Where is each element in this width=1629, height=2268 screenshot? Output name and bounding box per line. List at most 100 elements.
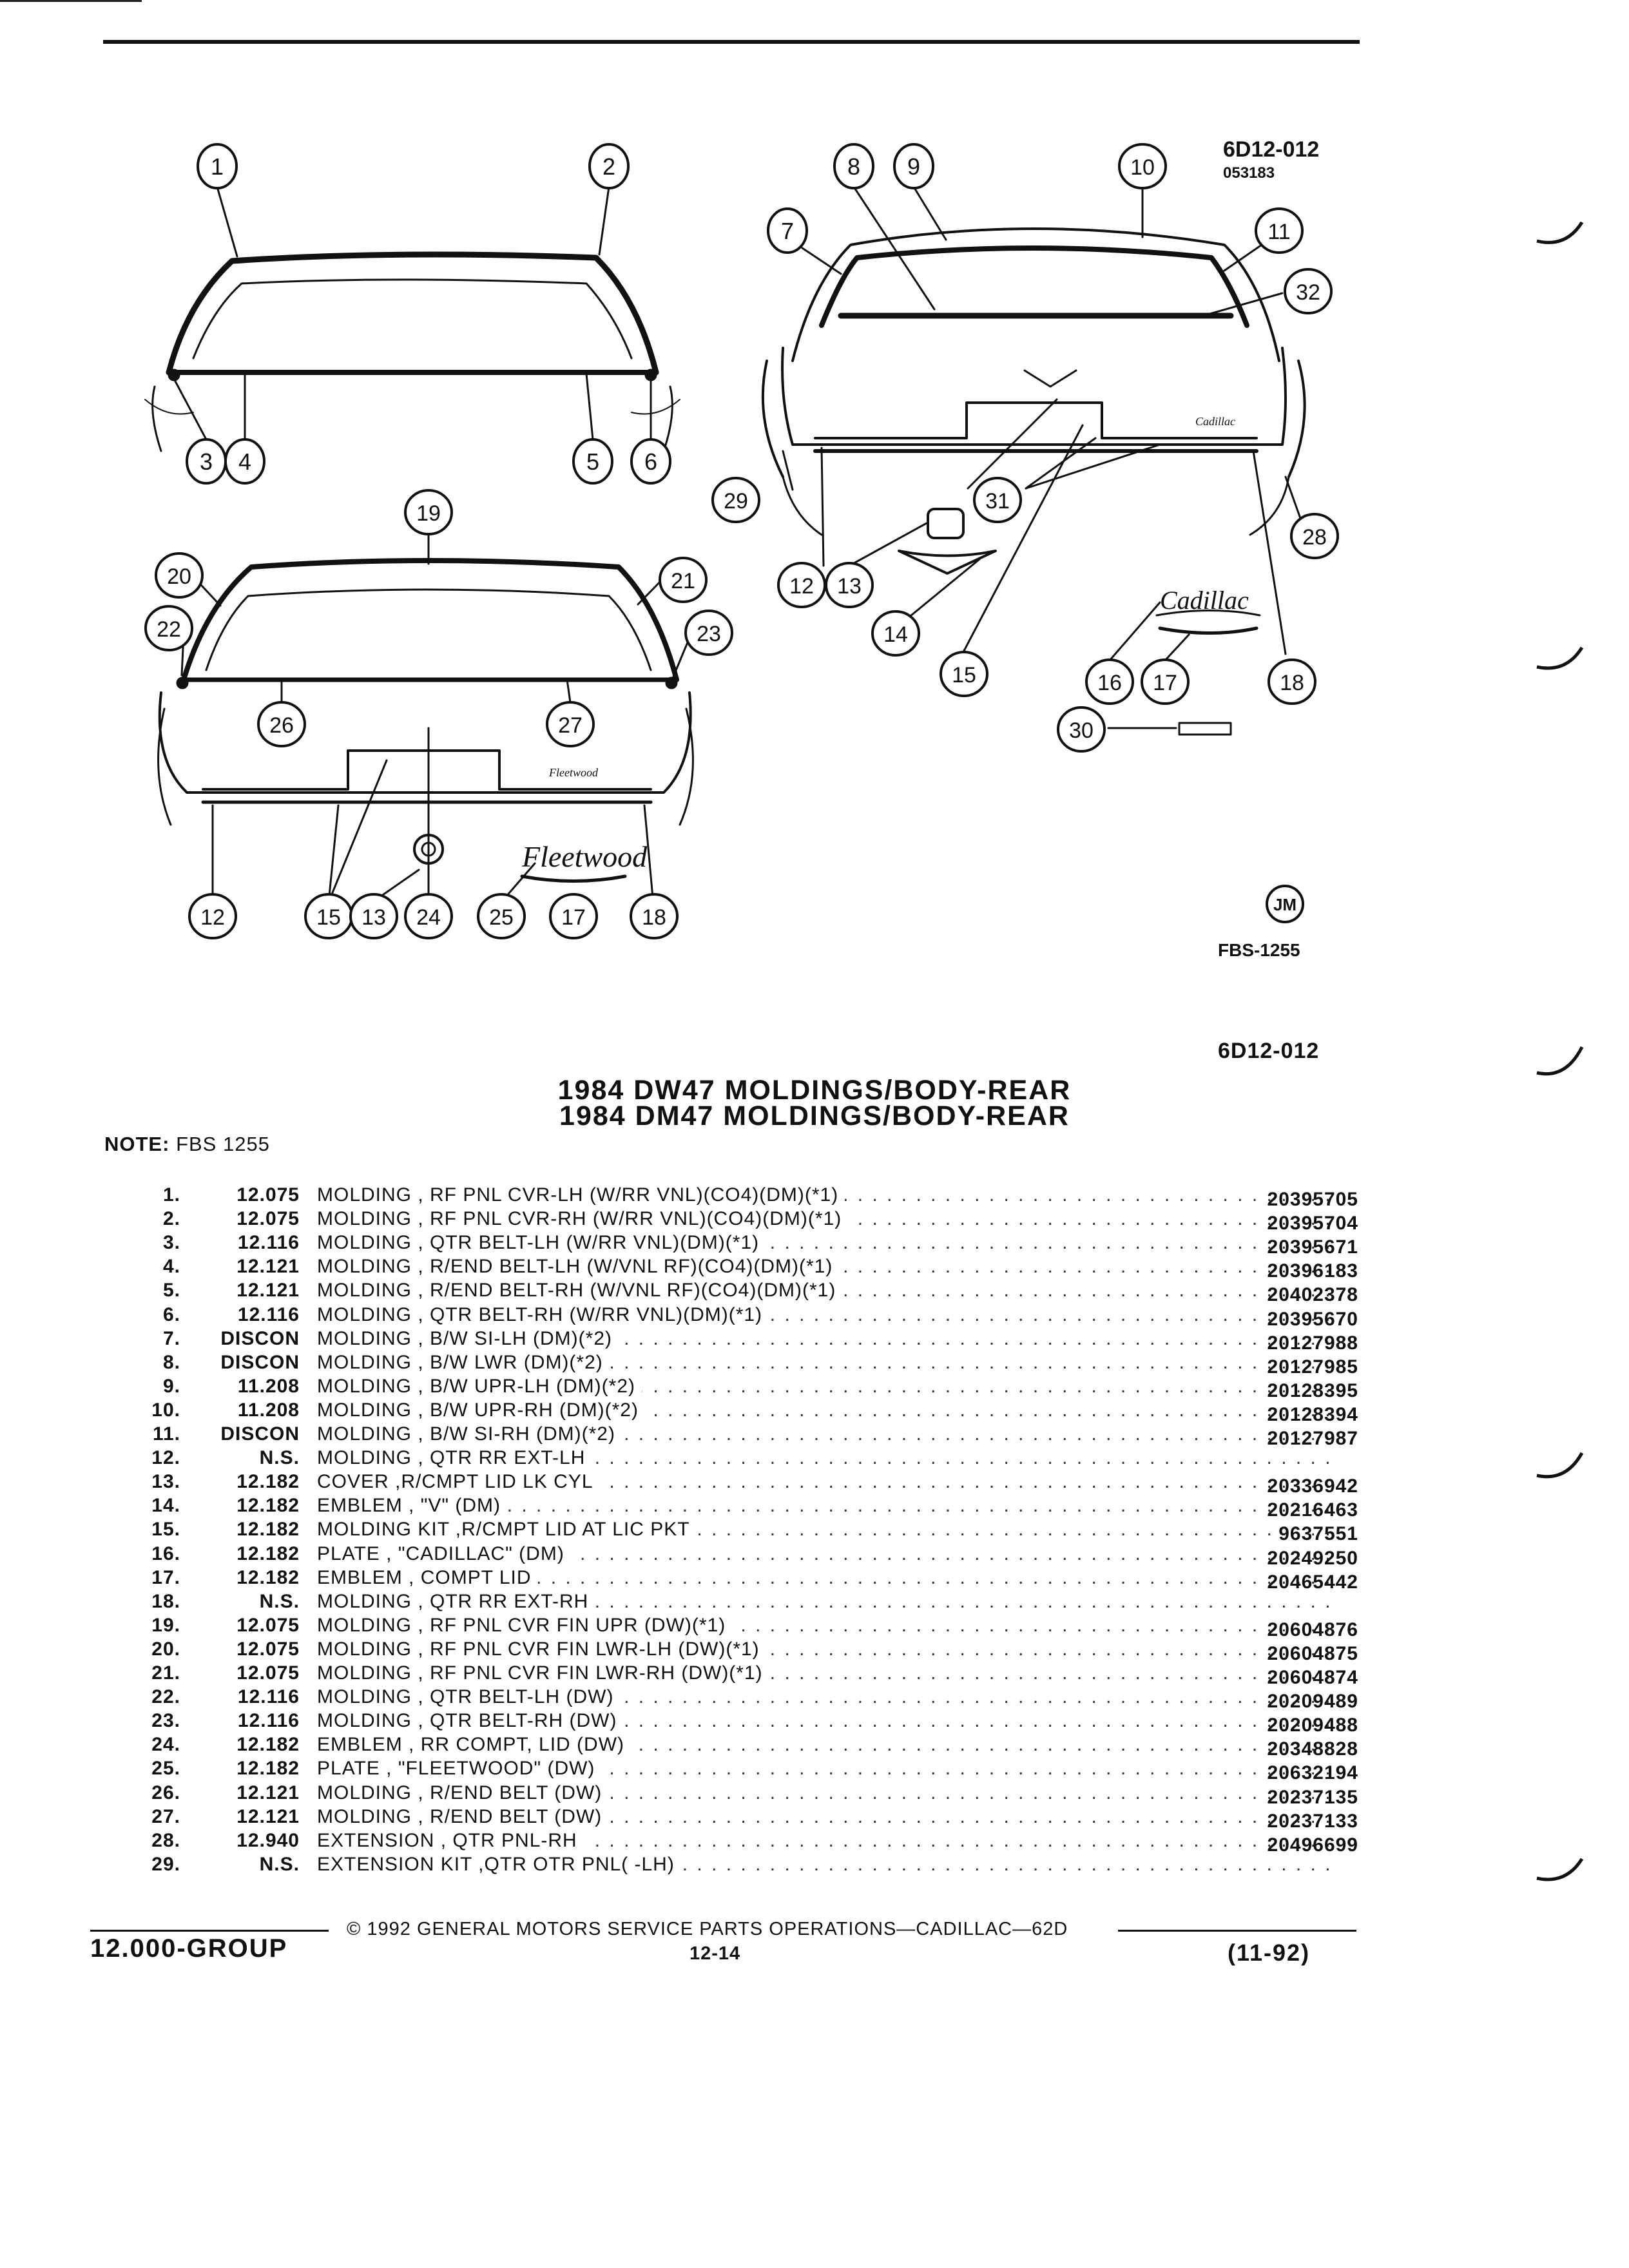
part-description: MOLDING KIT ,R/CMPT LID AT LIC PKT	[317, 1519, 697, 1541]
svg-text:10: 10	[1130, 155, 1155, 180]
group-number: 11.208	[237, 1399, 300, 1421]
parts-row: 23.12.116 . . . . . . . . . . . . . . . …	[129, 1710, 1366, 1736]
callout-23: 23	[684, 610, 733, 656]
svg-text:8: 8	[847, 153, 860, 180]
callout-16: 16	[1085, 658, 1134, 705]
part-number: 20216463	[1267, 1499, 1358, 1521]
footer-page-number: 12-14	[689, 1943, 741, 1964]
part-description: MOLDING , R/END BELT-RH (W/VNL RF)(CO4)(…	[317, 1280, 843, 1302]
part-number: 20336942	[1267, 1475, 1358, 1497]
part-number: 20127988	[1267, 1332, 1358, 1354]
callout-25: 25	[477, 893, 526, 939]
svg-text:19: 19	[416, 501, 441, 526]
part-description: PLATE , "FLEETWOOD" (DW)	[317, 1758, 602, 1780]
parts-row: 11.DISCON . . . . . . . . . . . . . . . …	[129, 1423, 1366, 1449]
item-number: 17.	[151, 1566, 180, 1588]
callout-3: 3	[186, 438, 227, 485]
part-number: 20127985	[1267, 1356, 1358, 1378]
part-description: MOLDING , RF PNL CVR-RH (W/RR VNL)(CO4)(…	[317, 1208, 849, 1231]
item-number: 26.	[151, 1782, 180, 1803]
callout-4: 4	[224, 438, 265, 485]
part-description: MOLDING , B/W SI-RH (DM)(*2)	[317, 1423, 622, 1445]
part-number: 20395704	[1267, 1213, 1358, 1235]
svg-text:18: 18	[642, 905, 666, 930]
group-number: 12.121	[236, 1256, 300, 1278]
item-number: 10.	[151, 1399, 180, 1421]
svg-text:14: 14	[883, 622, 908, 647]
svg-text:29: 29	[724, 489, 748, 514]
group-number: 12.075	[236, 1614, 300, 1636]
parts-row: 4.12.121 . . . . . . . . . . . . . . . .…	[129, 1256, 1366, 1282]
svg-text:12: 12	[789, 574, 814, 599]
item-number: 25.	[151, 1758, 180, 1780]
parts-row: 10.11.208 . . . . . . . . . . . . . . . …	[129, 1399, 1366, 1425]
item-number: 19.	[151, 1614, 180, 1636]
group-number: 12.116	[237, 1232, 300, 1254]
callout-28: 28	[1290, 513, 1339, 559]
part-number: 20237135	[1267, 1786, 1358, 1808]
group-number: 12.121	[236, 1805, 300, 1827]
note-line: NOTE: FBS 1255	[104, 1133, 270, 1156]
part-number: 20128394	[1267, 1403, 1358, 1425]
part-number: 20395670	[1267, 1308, 1358, 1330]
group-number: 12.940	[236, 1829, 300, 1851]
group-number: N.S.	[259, 1447, 300, 1469]
item-number: 21.	[151, 1662, 180, 1684]
part-description: MOLDING , RF PNL CVR FIN UPR (DW)(*1)	[317, 1614, 733, 1637]
parts-row: 2.12.075 . . . . . . . . . . . . . . . .…	[129, 1208, 1366, 1234]
svg-text:30: 30	[1069, 718, 1094, 743]
callout-32: 32	[1284, 268, 1333, 314]
parts-row: 24.12.182 . . . . . . . . . . . . . . . …	[129, 1734, 1366, 1760]
parts-row: 14.12.182 . . . . . . . . . . . . . . . …	[129, 1495, 1366, 1521]
loose-parts	[413, 508, 1261, 883]
item-number: 24.	[151, 1734, 180, 1756]
parts-row: 15.12.182 . . . . . . . . . . . . . . . …	[129, 1519, 1366, 1544]
group-number: 12.121	[236, 1280, 300, 1302]
svg-text:18: 18	[1280, 671, 1304, 695]
callout-22: 22	[144, 605, 193, 651]
svg-text:26: 26	[269, 713, 294, 738]
svg-text:15: 15	[316, 905, 341, 930]
callout-18-dm: 18	[1268, 658, 1316, 705]
parts-row: 6.12.116 . . . . . . . . . . . . . . . .…	[129, 1303, 1366, 1330]
part-description: EMBLEM , RR COMPT, LID (DW)	[317, 1734, 631, 1756]
svg-text:2: 2	[602, 153, 615, 180]
part-number: 20632194	[1267, 1762, 1358, 1784]
callout-29: 29	[711, 477, 760, 523]
binder-marks	[1536, 221, 1584, 670]
svg-text:15: 15	[952, 663, 976, 687]
callout-31: 31	[973, 477, 1022, 523]
part-number: 20496699	[1267, 1834, 1358, 1856]
svg-text:28: 28	[1302, 525, 1327, 550]
svg-text:24: 24	[416, 905, 441, 930]
footer-date: (11-92)	[1228, 1939, 1311, 1966]
callout-13-dm: 13	[825, 562, 874, 608]
header-rule	[103, 40, 1360, 44]
fbs-label: FBS-1255	[1218, 940, 1300, 960]
svg-text:20: 20	[167, 564, 191, 589]
item-number: 1.	[162, 1184, 180, 1206]
item-number: 12.	[151, 1447, 180, 1469]
svg-text:13: 13	[837, 574, 862, 599]
footer-rule-right	[1118, 1930, 1356, 1932]
parts-row: 28.12.940 . . . . . . . . . . . . . . . …	[129, 1829, 1366, 1856]
svg-text:6: 6	[644, 448, 657, 475]
item-number: 13.	[151, 1471, 180, 1493]
svg-text:11: 11	[1268, 220, 1290, 244]
part-description: MOLDING , RF PNL CVR FIN LWR-RH (DW)(*1)	[317, 1662, 769, 1684]
group-number: N.S.	[259, 1853, 300, 1875]
parts-row: 5.12.121 . . . . . . . . . . . . . . . .…	[129, 1280, 1366, 1305]
svg-text:3: 3	[200, 448, 213, 475]
item-number: 22.	[151, 1686, 180, 1708]
group-number: DISCON	[220, 1327, 300, 1349]
part-description: MOLDING , RF PNL CVR FIN LWR-LH (DW)(*1)	[317, 1638, 766, 1660]
item-number: 23.	[151, 1710, 180, 1732]
leader-lines	[173, 186, 1303, 913]
group-number: 12.075	[236, 1638, 300, 1660]
fleetwood-script-plate: Fleetwood	[521, 840, 648, 873]
callout-17-dw: 17	[549, 893, 598, 939]
item-number: 8.	[162, 1351, 180, 1373]
svg-text:21: 21	[671, 569, 695, 593]
parts-row: 29.N.S. . . . . . . . . . . . . . . . . …	[129, 1853, 1366, 1877]
callout-18-dw: 18	[630, 893, 679, 939]
